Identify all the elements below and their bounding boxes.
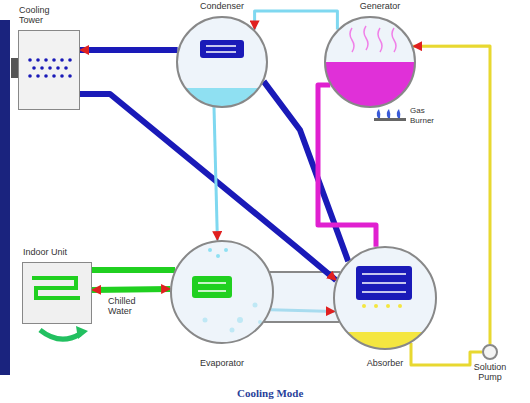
vapour-lines [350,26,396,52]
indoor-unit-body [22,262,175,339]
vessel-label: Absorber [333,358,437,368]
screen-edge [0,20,10,375]
pipe [318,85,376,247]
pipe [271,310,335,312]
pipe [264,81,349,261]
vessel-label: Indoor Unit [23,247,103,257]
channel-wall [264,321,339,323]
indoor-unit: Indoor Unit [22,262,92,324]
vessel-outline-circle [171,241,273,343]
generator-vessel: Generator [324,16,416,108]
solution-pump: Solution Pump [482,344,498,360]
vessel-channel [262,272,342,322]
evaporator-vessel: Evaporator [170,240,274,344]
vessel-label: Evaporator [170,358,274,368]
absorber-vessel: Absorber [333,246,437,350]
cooling-tower: Cooling Tower [18,30,80,110]
condensed-water [170,88,280,118]
pipe [411,343,482,365]
vessel-outline-circle [177,17,267,107]
part-label: Gas Burner [410,106,444,126]
pipe [255,11,338,29]
absorber-coil [356,266,412,308]
solution-liquid [330,332,440,362]
vessel-outline [176,16,268,108]
cooling-tower-body [11,30,80,110]
vessel-ground [170,240,274,344]
vessel-outline [324,16,416,108]
vessel-label: Cooling Tower [19,5,69,25]
pipe [413,46,490,344]
drops [208,248,228,258]
vessel-outline-circle [334,247,436,349]
vessel-label: Generator [334,1,426,11]
condenser-coil [200,40,244,58]
evaporator-coil [192,276,232,298]
vessel-outline-circle [325,17,415,107]
vessel-label: Condenser [176,1,268,11]
vessel-outline [482,344,498,360]
condenser-vessel: Condenser [176,16,268,108]
pipe [80,47,178,53]
vessel-outline-circle [483,345,497,359]
pipe-label: Chilled Water [108,296,148,316]
pipe [214,107,217,240]
gas-burner-icon [374,109,406,121]
refrigerant-spray [203,303,263,333]
vessel-outline [333,246,437,350]
caption: Cooling Mode [237,387,303,399]
pipe [92,289,170,290]
vessel-outline [170,240,274,344]
vessel-label: Solution Pump [468,362,512,382]
